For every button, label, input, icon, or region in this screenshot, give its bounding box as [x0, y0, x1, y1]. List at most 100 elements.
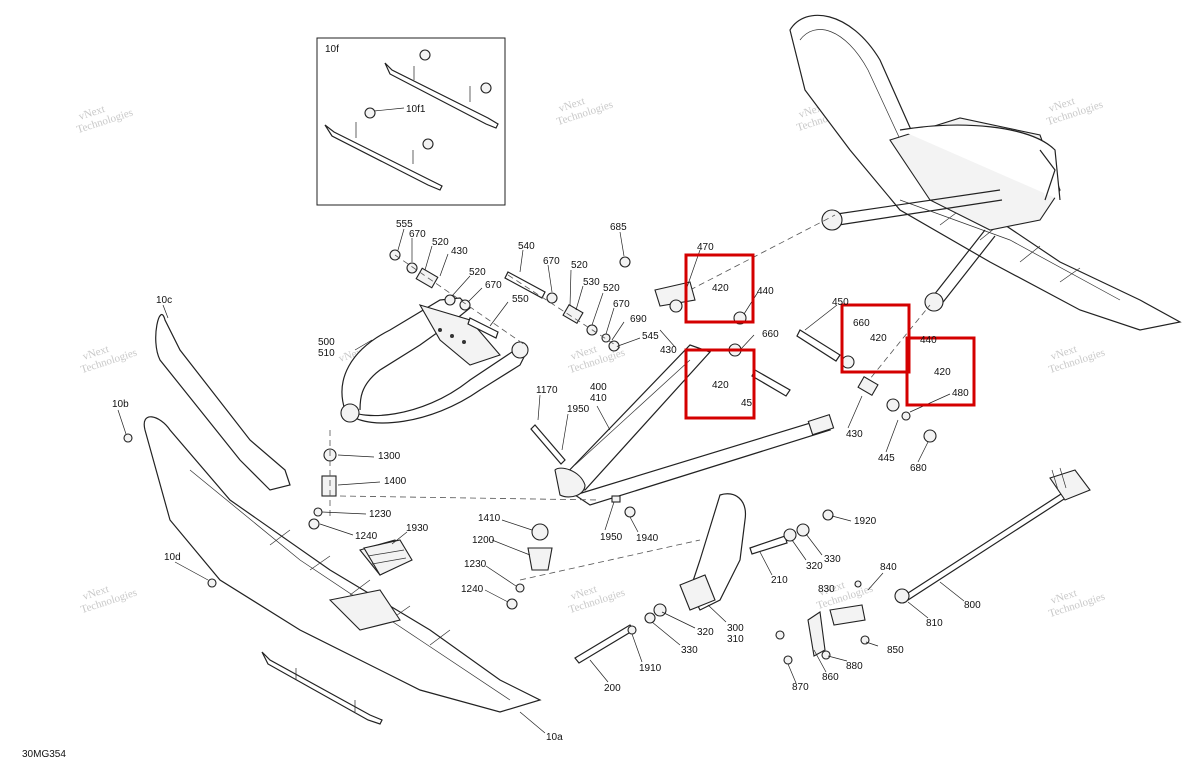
callout-label: 10a	[546, 732, 563, 743]
callout-label: 470	[697, 242, 714, 253]
callout-label: 660	[853, 318, 870, 329]
ball-joint-stack	[308, 430, 701, 581]
callout-label: 320	[697, 627, 714, 638]
callout-label: 810	[926, 618, 943, 629]
callout-label: 420	[712, 283, 729, 294]
callout-label: 420	[870, 333, 887, 344]
callout-label: 10b	[112, 399, 129, 410]
watermark: vNext Technologies	[567, 583, 626, 616]
leader-lines	[117, 228, 965, 734]
callout-label: 550	[512, 294, 529, 305]
inset-label: 10f	[325, 44, 339, 55]
callout-label: 430	[846, 429, 863, 440]
watermark: vNext Technologies	[79, 343, 138, 376]
callout-label: 685	[610, 222, 627, 233]
callout-label: 440	[920, 335, 937, 346]
pivot-hardware	[654, 281, 937, 443]
callout-label: 330	[824, 554, 841, 565]
callout-label: 1930	[406, 523, 429, 534]
callout-label: 520	[469, 267, 486, 278]
callout-label: 45	[741, 398, 753, 409]
callout-label: 420	[934, 367, 951, 378]
callout-label: 880	[846, 661, 863, 672]
callout-label: 540	[518, 241, 535, 252]
callout-label: 800	[964, 600, 981, 611]
callout-label: 530	[583, 277, 600, 288]
callout-label: 520	[432, 237, 449, 248]
callout-label: 410	[590, 393, 607, 404]
callout-label: 440	[757, 286, 774, 297]
callout-label: 1950	[600, 532, 623, 543]
callout-label: 1240	[461, 584, 484, 595]
callout-label: 1170	[536, 385, 558, 396]
tie-rod	[775, 467, 1091, 665]
inset-sublabel: 10f1	[406, 104, 426, 115]
callout-label: 10c	[156, 295, 172, 306]
callout-label: 430	[660, 345, 677, 356]
callout-label: 670	[543, 256, 560, 267]
callout-label: 1200	[472, 535, 495, 546]
spindle	[574, 493, 834, 664]
watermark: vNext Technologies	[75, 103, 134, 136]
callout-label: 210	[771, 575, 788, 586]
callout-labels: 555 670 520 430 540 670 520 685 470 520 …	[112, 219, 981, 743]
highlight-box	[684, 348, 756, 420]
callout-label: 830	[818, 584, 835, 595]
watermark: vNext Technologies	[555, 95, 614, 128]
callout-label: 840	[880, 562, 897, 573]
inset-box: 10f 10f1	[316, 37, 506, 206]
callout-label: 480	[952, 388, 969, 399]
callout-label: 320	[806, 561, 823, 572]
callout-label: 870	[792, 682, 809, 693]
callout-label: 1400	[384, 476, 407, 487]
callout-label: 500	[318, 337, 335, 348]
lower-a-arm	[554, 344, 835, 506]
callout-label: 1950	[567, 404, 590, 415]
callout-label: 510	[318, 348, 335, 359]
watermark: vNext Technologies	[567, 343, 626, 376]
ski-right	[789, 14, 1182, 331]
callout-label: 400	[590, 382, 607, 393]
callout-label: 430	[451, 246, 468, 257]
callout-label: 1410	[478, 513, 501, 524]
callout-label: 10d	[164, 552, 181, 563]
upper-a-arm	[340, 297, 529, 424]
watermark: vNext Technologies	[1047, 587, 1106, 620]
callout-label: 555	[396, 219, 413, 230]
watermark: vNext Technologies	[79, 583, 138, 616]
callout-label: 660	[762, 329, 779, 340]
callout-label: 670	[613, 299, 630, 310]
callout-label: 545	[642, 331, 659, 342]
callout-label: 1920	[854, 516, 877, 527]
callout-label: 200	[604, 683, 621, 694]
callout-label: 670	[409, 229, 426, 240]
callout-label: 1240	[355, 531, 378, 542]
callout-label: 860	[822, 672, 839, 683]
callout-label: 670	[485, 280, 502, 291]
watermark: vNext Technologies	[1045, 95, 1104, 128]
callout-label: 1230	[369, 509, 392, 520]
callout-label: 300	[727, 623, 744, 634]
assembly-line	[689, 214, 836, 291]
callout-label: 680	[910, 463, 927, 474]
assembly-line	[864, 304, 931, 386]
lower-ball-joint	[506, 424, 636, 610]
callout-label: 445	[878, 453, 895, 464]
highlight-boxes	[684, 253, 976, 420]
callout-label: 690	[630, 314, 647, 325]
callout-label: 450	[832, 297, 849, 308]
callout-label: 850	[887, 645, 904, 656]
callout-label: 1910	[639, 663, 662, 674]
callout-label: 330	[681, 645, 698, 656]
highlight-box	[905, 336, 976, 407]
bolt	[123, 433, 133, 443]
diagram-id: 30MG354	[22, 749, 66, 760]
callout-label: 420	[712, 380, 729, 391]
highlight-box	[684, 253, 755, 324]
callout-label: 1230	[464, 559, 487, 570]
callout-label: 520	[571, 260, 588, 271]
callout-label: 1940	[636, 533, 659, 544]
bolt	[207, 578, 217, 588]
callout-label: 1300	[378, 451, 401, 462]
